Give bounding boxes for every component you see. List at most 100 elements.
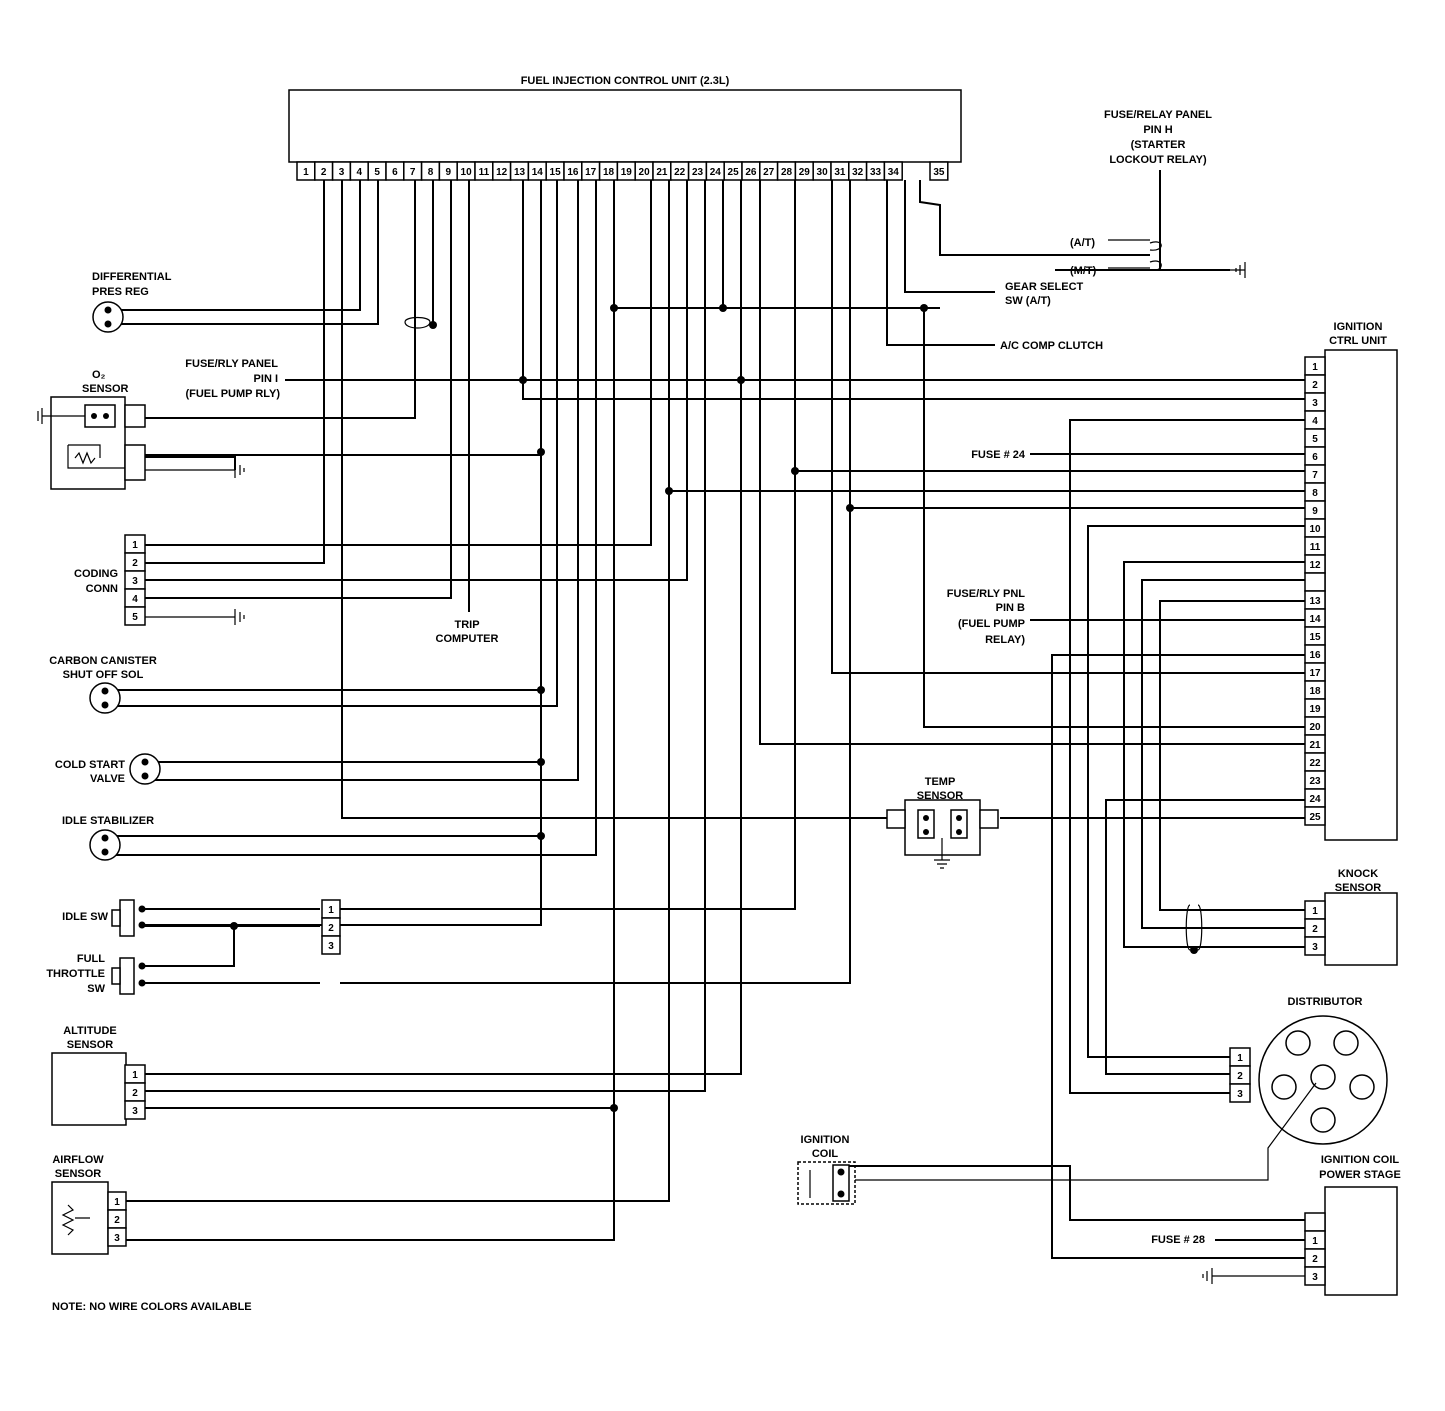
svg-text:27: 27 xyxy=(763,167,775,178)
diff-pres-regulator-symbol xyxy=(92,301,124,333)
svg-text:11: 11 xyxy=(479,167,490,178)
svg-text:18: 18 xyxy=(603,167,615,178)
svg-text:8: 8 xyxy=(1312,488,1318,499)
altitude-sensor-pin: 2 xyxy=(124,1082,146,1102)
altitude-sensor-label-2: SENSOR xyxy=(67,1039,114,1051)
switch-conn-pin: 3 xyxy=(321,935,341,955)
trip-computer-label-2: COMPUTER xyxy=(436,633,499,645)
carbon-canister-label: CARBON CANISTER xyxy=(49,655,157,667)
svg-text:14: 14 xyxy=(532,167,544,178)
svg-text:1: 1 xyxy=(114,1197,120,1208)
svg-text:1: 1 xyxy=(132,540,138,551)
idle-sw-label: IDLE SW xyxy=(62,911,108,923)
svg-text:11: 11 xyxy=(1310,542,1321,553)
svg-text:28: 28 xyxy=(781,167,793,178)
svg-text:24: 24 xyxy=(1309,794,1321,805)
altitude-sensor-pin: 3 xyxy=(124,1100,146,1120)
svg-text:1: 1 xyxy=(1312,362,1318,373)
icu-pin: 1 xyxy=(1304,356,1326,376)
knock-sensor-label: KNOCK xyxy=(1338,868,1378,880)
svg-text:12: 12 xyxy=(1309,560,1321,571)
icu-right-wires xyxy=(1051,419,1305,1259)
svg-text:4: 4 xyxy=(132,594,138,605)
ecu-pin: 22 xyxy=(670,161,690,181)
power-stage-label-2: POWER STAGE xyxy=(1319,1169,1401,1181)
ground-symbol-coding xyxy=(145,609,245,625)
altitude-sensor-label: ALTITUDE xyxy=(63,1025,117,1037)
svg-text:17: 17 xyxy=(585,167,597,178)
svg-text:3: 3 xyxy=(339,167,345,178)
svg-text:3: 3 xyxy=(1312,942,1318,953)
svg-text:(STARTER: (STARTER xyxy=(1131,139,1186,151)
interconnect-wires xyxy=(110,170,1305,1109)
svg-text:5: 5 xyxy=(374,167,380,178)
distributor-pins: 123 xyxy=(1229,1047,1251,1103)
power-stage-pin xyxy=(1304,1212,1326,1232)
icu-box xyxy=(1324,349,1398,841)
svg-text:16: 16 xyxy=(567,167,579,178)
ground-symbol-power xyxy=(1202,1268,1305,1284)
fuse-rly-pin-b-label-4: RELAY) xyxy=(985,634,1025,646)
temp-sensor-symbol xyxy=(886,799,999,869)
svg-text:12: 12 xyxy=(496,167,508,178)
knock-sensor-pin: 2 xyxy=(1304,918,1326,938)
svg-text:1: 1 xyxy=(303,167,309,178)
ecu-pin: 3 xyxy=(331,161,352,181)
icu-pins: 1234567891011121314151617181920212223242… xyxy=(1304,356,1326,826)
icu-pin: 6 xyxy=(1304,446,1326,466)
ecu-pin: 35 xyxy=(929,161,949,181)
svg-text:23: 23 xyxy=(1309,776,1321,787)
power-stage-box xyxy=(1324,1186,1398,1296)
svg-text:2: 2 xyxy=(1312,380,1318,391)
svg-text:5: 5 xyxy=(1312,434,1318,445)
icu-pin: 24 xyxy=(1304,788,1326,808)
icu-pin: 8 xyxy=(1304,482,1326,502)
fuse-28-label: FUSE # 28 xyxy=(1151,1234,1205,1246)
at-mt-connector xyxy=(1108,239,1162,271)
svg-text:25: 25 xyxy=(1309,812,1321,823)
svg-text:FUSE/RELAY PANEL: FUSE/RELAY PANEL xyxy=(1104,109,1212,121)
power-stage-pins: 123 xyxy=(1304,1212,1326,1286)
temp-sensor-label: TEMP xyxy=(925,776,956,788)
svg-text:32: 32 xyxy=(852,167,864,178)
ecu-pin: 1 xyxy=(296,161,316,181)
coding-conn-pin: 2 xyxy=(124,552,146,572)
ecu-pin: 25 xyxy=(723,161,743,181)
diff-pres-label-2: PRES REG xyxy=(92,286,149,298)
svg-text:6: 6 xyxy=(392,167,398,178)
temp-sensor-label-2: SENSOR xyxy=(917,790,964,802)
o2-sensor-symbol xyxy=(37,396,146,490)
svg-text:2: 2 xyxy=(132,558,138,569)
svg-text:29: 29 xyxy=(799,167,811,178)
altitude-sensor-box xyxy=(51,1052,127,1126)
icu-pin: 21 xyxy=(1304,734,1326,754)
idle-sw-symbol xyxy=(111,899,146,937)
icu-pin: 14 xyxy=(1304,608,1326,628)
ecu-title: FUEL INJECTION CONTROL UNIT (2.3L) xyxy=(521,75,730,87)
icu-pin: 10 xyxy=(1304,518,1326,538)
knock-sensor-box xyxy=(1324,892,1398,966)
gear-select-label-2: SW (A/T) xyxy=(1005,295,1051,307)
svg-text:33: 33 xyxy=(870,167,882,178)
ecu-pin: 28 xyxy=(776,161,797,181)
power-stage-pin: 3 xyxy=(1304,1266,1326,1286)
svg-text:2: 2 xyxy=(132,1088,138,1099)
icu-pin xyxy=(1304,572,1326,592)
full-throttle-label-2: THROTTLE xyxy=(46,968,105,980)
svg-text:3: 3 xyxy=(1237,1089,1243,1100)
ecu-pin: 19 xyxy=(616,161,636,181)
svg-text:20: 20 xyxy=(1309,722,1321,733)
ecu-pin: 7 xyxy=(403,161,423,181)
fuse-rly-pin-i-label-2: PIN I xyxy=(254,373,278,385)
ecu-pin: 4 xyxy=(349,161,369,181)
cold-start-label: COLD START xyxy=(55,759,125,771)
svg-text:9: 9 xyxy=(1312,506,1318,517)
svg-text:7: 7 xyxy=(1312,470,1318,481)
svg-text:4: 4 xyxy=(357,167,363,178)
svg-text:22: 22 xyxy=(1309,758,1321,769)
icu-pin: 3 xyxy=(1304,392,1326,412)
svg-text:10: 10 xyxy=(461,167,473,178)
svg-text:8: 8 xyxy=(428,167,434,178)
ecu-pin: 9 xyxy=(438,161,458,181)
svg-text:21: 21 xyxy=(656,167,668,178)
